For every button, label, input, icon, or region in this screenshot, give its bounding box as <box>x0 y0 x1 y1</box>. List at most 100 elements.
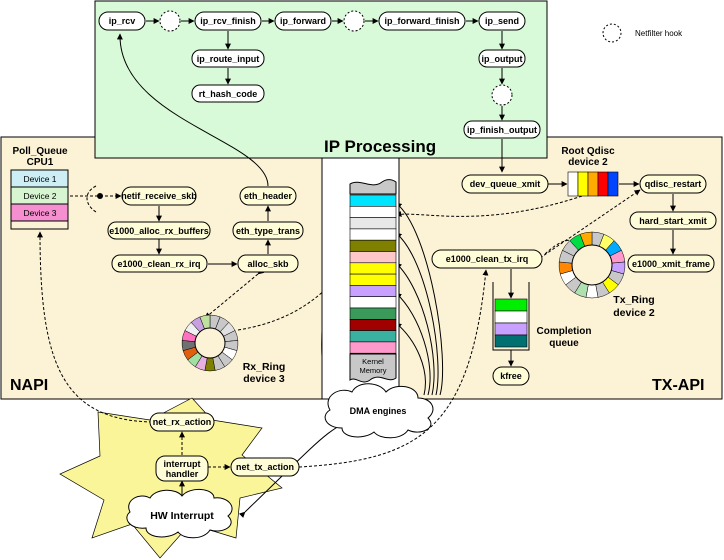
node-kfree <box>492 366 530 386</box>
node-interrupt-handler <box>155 455 209 482</box>
node-hard-start-xmit-label: hard_start_xmit <box>639 216 707 226</box>
edge-dma-fan-9 <box>395 292 431 396</box>
memory-block <box>349 251 397 264</box>
edge-net-tx-action-clean-tx <box>298 269 489 468</box>
memory-block <box>349 228 397 241</box>
tx-ring-hole <box>571 244 613 286</box>
node-e1000-clean-tx-irq-label: e1000_clean_tx_irq <box>446 254 529 264</box>
qdisc-queue-slot <box>587 171 599 197</box>
poll-queue-frame <box>10 221 69 230</box>
node-interrupt-handler-label-2: handler <box>166 469 199 479</box>
rx-ring-label-1: Rx_Ring <box>243 361 286 373</box>
rx-nodes: netif_receive_skb e1000_alloc_rx_buffers… <box>107 186 304 273</box>
memory-block <box>349 307 397 320</box>
interrupt-nodes: net_rx_action interrupt handler net_tx_a… <box>126 412 300 539</box>
node-net-rx-action-label: net_rx_action <box>153 417 212 427</box>
tx-ring-label-2: device 2 <box>613 307 655 319</box>
node-hard-start-xmit <box>629 211 717 230</box>
node-net-rx-action <box>149 412 215 432</box>
qdisc-queue-slot <box>597 171 609 197</box>
memory-bottom-wave <box>349 353 397 383</box>
node-dev-queue-xmit-label: dev_queue_xmit <box>470 179 541 189</box>
hw-interrupt-label: HW Interrupt <box>150 510 214 522</box>
poll-queue-device-3-label: Device 3 <box>23 208 56 218</box>
memory-block <box>349 217 397 230</box>
node-net-tx-action-label: net_tx_action <box>236 462 294 472</box>
node-ip-forward-label: ip_forward <box>280 16 326 26</box>
node-qdisc-restart-label: qdisc_restart <box>645 179 702 189</box>
node-rt-hash-code <box>191 84 265 103</box>
edge-eth-header-ip-rcv <box>116 33 269 187</box>
node-ip-forward-finish-label: ip_forward_finish <box>384 16 459 26</box>
memory-block <box>349 330 397 343</box>
memory-block <box>349 285 397 297</box>
node-ip-finish-output <box>463 120 541 139</box>
edge-dma-fan-6 <box>395 202 444 396</box>
node-qdisc-restart <box>639 174 707 194</box>
node-netif-receive-skb-label: netif_receive_skb <box>121 191 197 201</box>
memory-block <box>349 194 397 207</box>
completion-queue-slot <box>494 298 528 312</box>
edge-qdisc-dma <box>395 195 583 217</box>
node-net-tx-action <box>230 457 300 477</box>
hw-interrupt-cloud <box>126 489 233 539</box>
dma-engines-label: DMA engines <box>350 406 407 416</box>
node-eth-header-label: eth_header <box>244 191 293 201</box>
tx-nodes: Root Qdisc device 2 dev_queue_xmit qdisc… <box>431 146 717 386</box>
edge-net-rx-action-poll <box>37 231 153 423</box>
edge-dma-fan-7 <box>395 232 439 396</box>
node-ip-output <box>478 49 526 68</box>
rx-ring-label-2: device 3 <box>243 373 285 385</box>
node-ip-route-input-label: ip_route_input <box>197 54 260 64</box>
node-e1000-clean-rx-irq-label: e1000_clean_rx_irq <box>117 259 200 269</box>
qdisc-queue-slot <box>567 171 579 197</box>
poll-queue-dispatch-arc <box>86 185 97 213</box>
node-e1000-xmit-frame-label: e1000_xmit_frame <box>632 259 710 269</box>
rx-ring-hole <box>194 327 226 359</box>
poll-queue: Poll_Queue CPU1 Device 1 Device 2 Device… <box>10 146 103 230</box>
node-netif-receive-skb <box>121 186 197 206</box>
qdisc-queue-slot <box>607 171 619 197</box>
node-rt-hash-code-label: rt_hash_code <box>199 89 258 99</box>
completion-queue-label-2: queue <box>549 338 579 349</box>
kernel-memory-label-2: Memory <box>359 366 386 375</box>
memory-block <box>349 296 397 309</box>
completion-queue-frame <box>492 282 530 351</box>
node-dev-queue-xmit <box>461 174 549 194</box>
memory-block <box>349 273 397 286</box>
node-e1000-alloc-rx-buffers-label: e1000_alloc_rx_buffers <box>109 226 209 236</box>
poll-queue-dispatch-dot <box>97 193 103 199</box>
node-e1000-alloc-rx-buffers <box>107 221 211 240</box>
node-e1000-clean-rx-irq <box>111 254 208 273</box>
node-interrupt-handler-label-1: interrupt <box>164 459 201 469</box>
kernel-memory-label-1: Kernel <box>362 357 384 366</box>
memory-block <box>349 206 397 218</box>
edge-dma-fan-8 <box>395 262 435 396</box>
completion-queue-slot <box>494 334 528 348</box>
node-e1000-xmit-frame <box>627 254 715 273</box>
node-ip-forward-finish <box>378 11 466 31</box>
edge-clean-tx-restart <box>539 189 641 259</box>
node-ip-rcv-label: ip_rcv <box>109 16 136 26</box>
root-qdisc-label-2: device 2 <box>568 157 608 168</box>
poll-queue-device-3 <box>10 203 69 222</box>
node-eth-type-trans-label: eth_type_trans <box>236 226 300 236</box>
edge-rx-ring-dma <box>237 249 361 331</box>
qdisc-queue-slot <box>577 171 589 197</box>
node-ip-output-label: ip_output <box>482 54 523 64</box>
memory-block <box>349 318 397 331</box>
node-alloc-skb-label: alloc_skb <box>247 259 289 269</box>
memory-block <box>349 239 397 252</box>
tx-ring: Tx_Ring device 2 <box>558 231 655 319</box>
napi-title: NAPI <box>10 377 48 394</box>
poll-queue-device-1-label: Device 1 <box>23 174 56 184</box>
node-eth-header <box>239 186 297 206</box>
node-ip-send-label: ip_send <box>485 16 519 26</box>
node-e1000-clean-tx-irq <box>431 249 543 269</box>
netfilter-hook-1 <box>159 10 181 32</box>
completion-queue-slot <box>494 322 528 336</box>
tx-api-title: TX-API <box>652 377 704 394</box>
node-ip-route-input <box>191 49 265 68</box>
root-qdisc-label-1: Root Qdisc <box>561 146 615 157</box>
